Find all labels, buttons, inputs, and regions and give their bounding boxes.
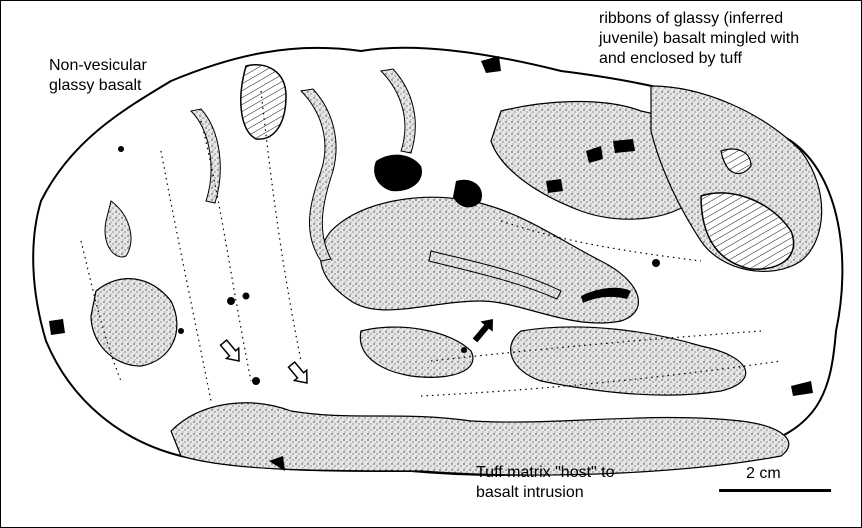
black-fragment-12 xyxy=(243,293,250,300)
black-fragment-6 xyxy=(546,179,563,193)
black-fragment-13 xyxy=(252,377,260,385)
scale-bar xyxy=(719,489,831,492)
label-tuff-matrix: Tuff matrix "host" to basalt intrusion xyxy=(476,463,615,503)
black-fragment-11 xyxy=(227,297,235,305)
black-fragment-16 xyxy=(652,259,660,267)
scale-bar-label: 2 cm xyxy=(746,465,781,483)
black-fragment-17 xyxy=(461,347,467,353)
label-glassy-ribbons: ribbons of glassy (inferred juvenile) ba… xyxy=(599,9,799,69)
black-fragment-8 xyxy=(49,319,65,335)
black-fragment-5 xyxy=(613,139,635,153)
label-non-vesicular-basalt: Non-vesicular glassy basalt xyxy=(49,56,147,96)
black-fragment-15 xyxy=(118,146,124,152)
black-fragment-14 xyxy=(178,328,184,334)
